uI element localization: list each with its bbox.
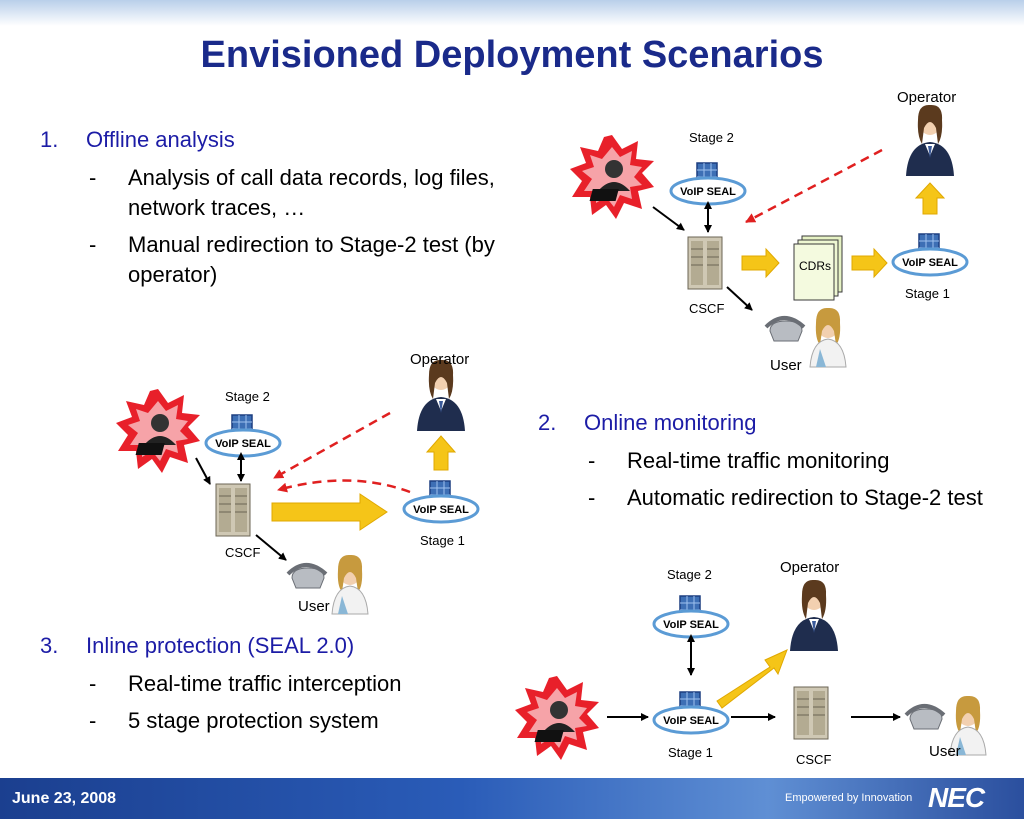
attack-arrow (652, 206, 685, 231)
footer-bar (0, 778, 1024, 819)
bullet-dash: - (588, 485, 596, 510)
nec-logo: NEC (928, 782, 985, 813)
bullet-dash: - (89, 708, 97, 733)
cscf-server-icon (793, 686, 829, 740)
operator-icon (417, 359, 465, 431)
section-2-heading: 2. Online monitoring (538, 410, 978, 440)
section-3-bullet-1: - Real-time traffic interception (89, 669, 509, 699)
section-number: 1. (40, 127, 59, 152)
voip-seal-label: VoIP SEAL (215, 438, 271, 450)
redirect-dashed-arrow (745, 148, 883, 224)
redirect-dashed-arrow (273, 411, 391, 480)
stage2-label: Stage 2 (667, 567, 712, 582)
bullet-text: Real-time traffic monitoring (627, 448, 890, 473)
attack-arrow (195, 457, 211, 485)
flow-arrow-diagonal (716, 649, 788, 709)
diagram-online-monitoring: VoIP SEAL VoIP SEAL (116, 359, 480, 616)
section-1-bullet-2: - Manual redirection to Stage-2 test (by… (89, 230, 529, 292)
cscf-server-icon (215, 483, 251, 537)
operator-icon (790, 579, 838, 651)
cscf-user-arrow (255, 534, 287, 561)
flow-arrow (271, 493, 388, 531)
operator-icon (906, 104, 954, 176)
bullet-dash: - (89, 232, 97, 257)
operator-label: Operator (897, 89, 957, 106)
cscf-label: CSCF (225, 545, 261, 560)
cscf-label: CSCF (796, 752, 832, 767)
attacker-icon (116, 389, 200, 473)
voip-seal-label: VoIP SEAL (413, 504, 469, 516)
user-label: User (770, 357, 802, 374)
top-band (0, 0, 1024, 26)
diagram-inline-protection: VoIP SEAL VoIP SEAL (515, 579, 988, 760)
operator-label: Operator (780, 559, 840, 576)
user-label: User (929, 743, 961, 760)
attacker-icon (515, 676, 599, 760)
stage1-label: Stage 1 (668, 745, 713, 760)
stage1-label: Stage 1 (420, 533, 465, 548)
section-title: Online monitoring (584, 410, 757, 435)
slide-title: Envisioned Deployment Scenarios (200, 34, 824, 76)
section-1-bullet-1: - Analysis of call data records, log fil… (89, 163, 529, 225)
bullet-text: Analysis of call data records, log files… (128, 165, 495, 220)
bullet-text: Manual redirection to Stage-2 test (by o… (128, 232, 495, 287)
bullet-text: 5 stage protection system (128, 708, 379, 733)
flow-arrow-up (914, 182, 946, 215)
section-3-heading: 3. Inline protection (SEAL 2.0) (40, 633, 500, 663)
section-title: Offline analysis (86, 127, 235, 152)
bullet-text: Real-time traffic interception (128, 671, 402, 696)
cscf-label: CSCF (689, 301, 725, 316)
section-title: Inline protection (SEAL 2.0) (86, 633, 355, 658)
section-number: 3. (40, 633, 59, 658)
bullet-dash: - (588, 448, 596, 473)
stage2-label: Stage 2 (225, 389, 270, 404)
stage1-label: Stage 1 (905, 286, 950, 301)
bullet-text: Automatic redirection to Stage-2 test (627, 485, 983, 510)
flow-arrow (741, 247, 780, 279)
footer-tagline: Empowered by Innovation (785, 792, 913, 804)
section-number: 2. (538, 410, 557, 435)
voip-seal-label: VoIP SEAL (663, 715, 719, 727)
section-2-bullet-2: - Automatic redirection to Stage-2 test (588, 483, 1008, 545)
cscf-user-arrow (726, 286, 753, 311)
section-2-bullet-1: - Real-time traffic monitoring (588, 446, 1008, 476)
operator-label: Operator (410, 351, 470, 368)
section-3-bullet-2: - 5 stage protection system (89, 706, 509, 736)
flow-arrow-up (425, 435, 457, 471)
stage2-label: Stage 2 (689, 130, 734, 145)
diagram-offline-analysis: VoIP SEAL CDRs VoIP SEAL (570, 104, 969, 369)
cscf-server-icon (687, 236, 723, 290)
redirect-dashed-arrow (277, 479, 411, 494)
flow-arrow (851, 247, 888, 279)
cdrs-label: CDRs (799, 259, 831, 273)
bullet-dash: - (89, 671, 97, 696)
section-1-heading: 1. Offline analysis (40, 127, 520, 157)
voip-seal-label: VoIP SEAL (680, 186, 736, 198)
footer-date: June 23, 2008 (12, 790, 117, 807)
attacker-icon (570, 135, 654, 219)
voip-seal-label: VoIP SEAL (902, 257, 958, 269)
bullet-dash: - (89, 165, 97, 190)
user-label: User (298, 598, 330, 615)
voip-seal-label: VoIP SEAL (663, 619, 719, 631)
